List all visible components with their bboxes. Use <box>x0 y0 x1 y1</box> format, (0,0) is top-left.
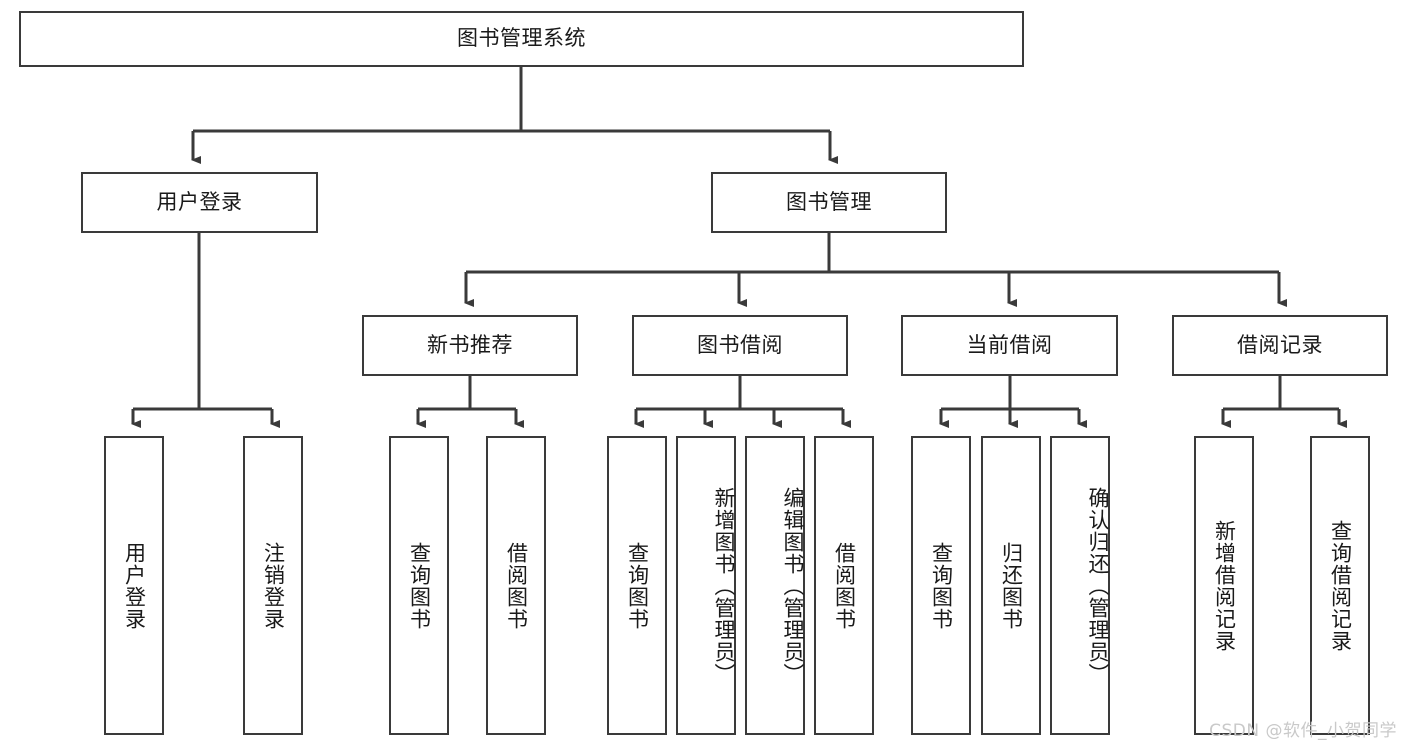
leaf-query-book-recommend[interactable]: 查询图书 <box>389 436 449 735</box>
node-label: 图书管理 <box>786 189 872 214</box>
leaf-borrow-book[interactable]: 借阅图书 <box>814 436 874 735</box>
node-label: 图书管理系统 <box>457 26 586 51</box>
csdn-watermark: CSDN @软件_小贺同学 <box>1209 721 1397 741</box>
leaf-add-book-admin[interactable]: 新增图书（管理员） <box>676 436 736 735</box>
node-label: 用户登录 <box>122 541 147 630</box>
leaf-query-book-current[interactable]: 查询图书 <box>911 436 971 735</box>
leaf-return-book[interactable]: 归还图书 <box>981 436 1041 735</box>
node-label: 新增借阅记录 <box>1212 519 1237 652</box>
leaf-confirm-return-admin[interactable]: 确认归还（管理员） <box>1050 436 1110 735</box>
node-label: 查询图书 <box>407 541 432 630</box>
leaf-borrow-book-recommend[interactable]: 借阅图书 <box>486 436 546 735</box>
leaf-logout[interactable]: 注销登录 <box>243 436 303 735</box>
node-book-management[interactable]: 图书管理 <box>711 172 947 233</box>
node-borrow-records[interactable]: 借阅记录 <box>1172 315 1388 376</box>
node-label: 借阅图书 <box>504 541 529 630</box>
node-root-system[interactable]: 图书管理系统 <box>19 11 1024 67</box>
node-user-login[interactable]: 用户登录 <box>81 172 318 233</box>
node-new-book-recommend[interactable]: 新书推荐 <box>362 315 578 376</box>
leaf-user-login[interactable]: 用户登录 <box>104 436 164 735</box>
leaf-query-book-borrow[interactable]: 查询图书 <box>607 436 667 735</box>
leaf-query-borrow-record[interactable]: 查询借阅记录 <box>1310 436 1370 735</box>
node-label: 查询图书 <box>929 541 954 630</box>
node-label: 新书推荐 <box>427 332 513 357</box>
node-label: 注销登录 <box>261 541 286 630</box>
node-current-borrow[interactable]: 当前借阅 <box>901 315 1118 376</box>
node-label: 借阅记录 <box>1237 332 1323 357</box>
node-label: 查询图书 <box>625 541 650 630</box>
node-label: 借阅图书 <box>832 541 857 630</box>
node-label: 当前借阅 <box>966 332 1053 357</box>
leaf-add-borrow-record[interactable]: 新增借阅记录 <box>1194 436 1254 735</box>
node-book-borrow[interactable]: 图书借阅 <box>632 315 848 376</box>
node-label: 编辑图书（管理员） <box>781 486 805 685</box>
node-label: 图书借阅 <box>697 332 783 357</box>
node-label: 确认归还（管理员） <box>1086 486 1110 685</box>
leaf-edit-book-admin[interactable]: 编辑图书（管理员） <box>745 436 805 735</box>
node-label: 归还图书 <box>999 541 1024 630</box>
node-label: 查询借阅记录 <box>1328 519 1353 652</box>
node-label: 新增图书（管理员） <box>712 486 736 685</box>
node-label: 用户登录 <box>156 189 243 214</box>
